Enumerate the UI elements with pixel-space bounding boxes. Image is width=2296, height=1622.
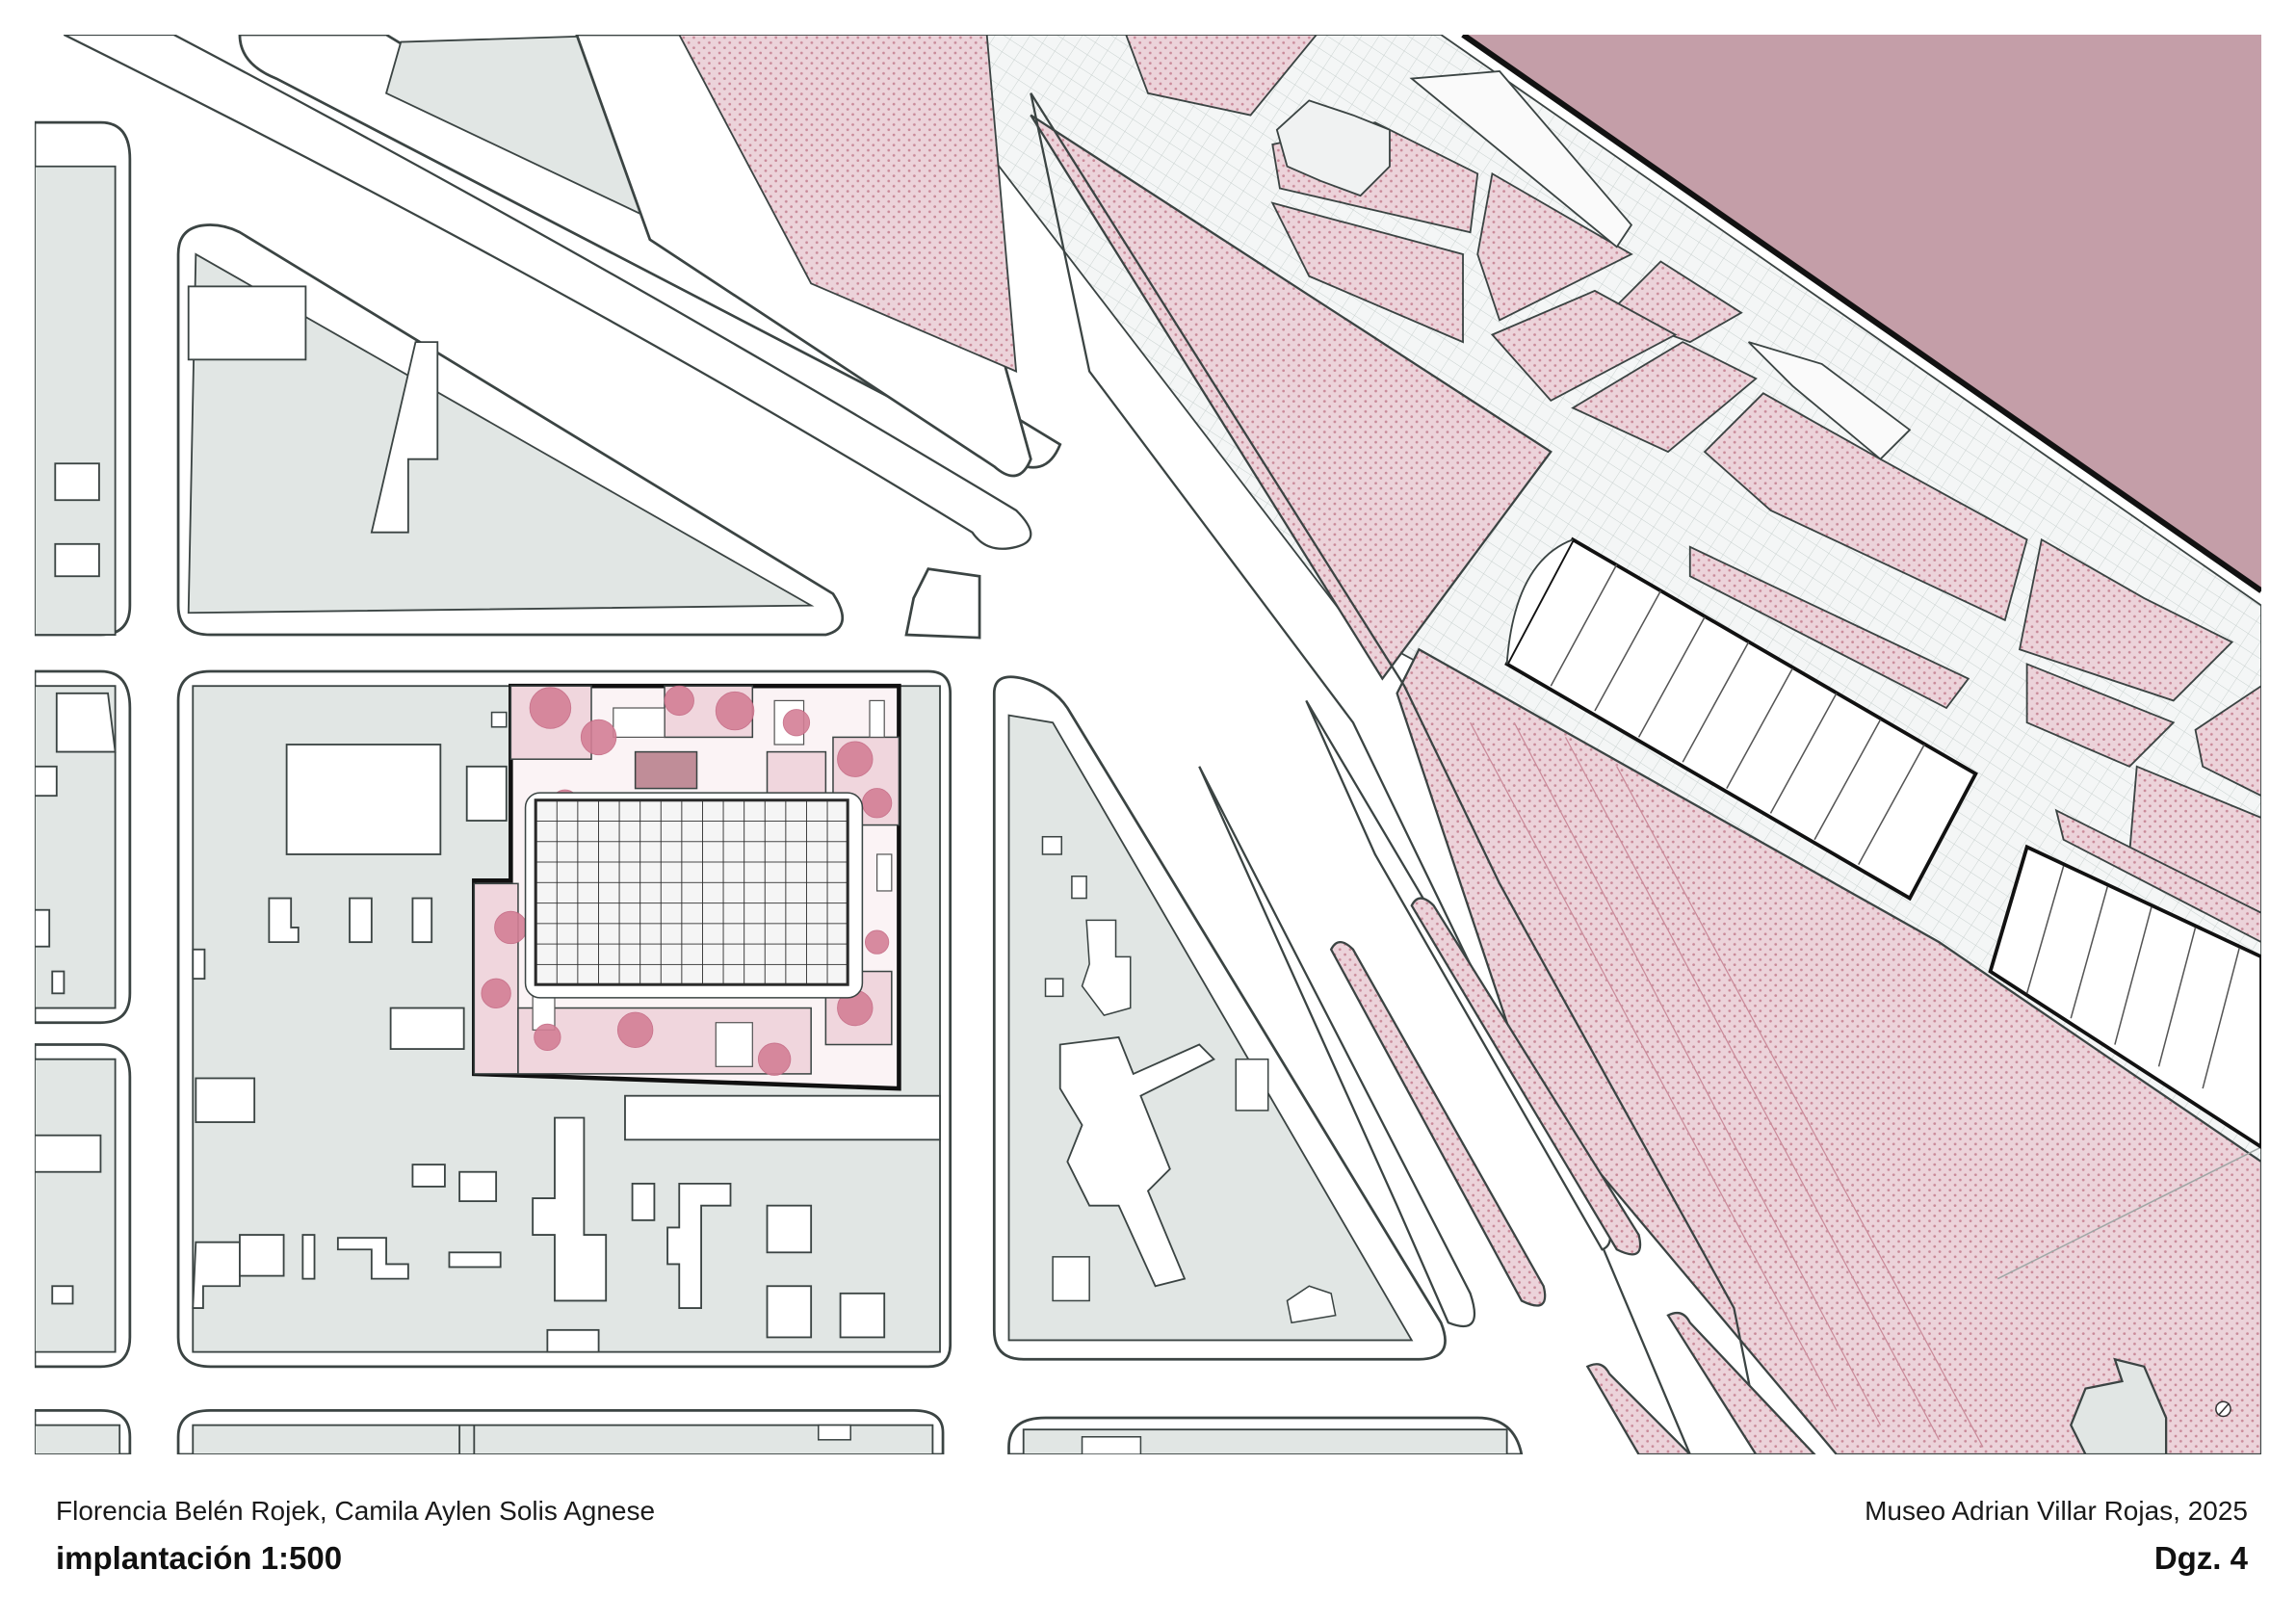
authors-caption: Florencia Belén Rojek, Camila Aylen Soli… <box>56 1496 656 1526</box>
triangle-park <box>1030 114 1552 681</box>
drawing-title: implantación 1:500 <box>56 1540 343 1576</box>
project-caption: Museo Adrian Villar Rojas, 2025 <box>1865 1496 2248 1526</box>
highway <box>63 35 1816 1454</box>
upper-blocks <box>35 35 1062 640</box>
lower-park <box>1396 647 2261 1454</box>
bottom-blocks <box>35 1409 1524 1454</box>
museum-site <box>472 683 901 1091</box>
site-plan <box>35 35 2261 1454</box>
triangle-block <box>992 675 1447 1361</box>
river <box>1461 35 2261 593</box>
site-plan-drawing <box>35 35 2261 1454</box>
sheet-number: Dgz. 4 <box>2153 1540 2248 1576</box>
waterfront-sheds <box>1275 99 2261 1150</box>
north-arrow-icon <box>2215 1400 2231 1418</box>
